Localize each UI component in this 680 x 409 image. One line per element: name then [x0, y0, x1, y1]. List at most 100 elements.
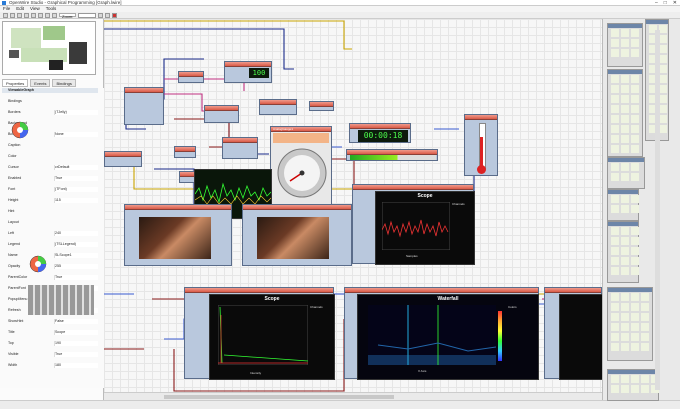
overview-map[interactable] [2, 21, 96, 75]
palette-component-icon[interactable] [659, 55, 667, 63]
video-display-panel[interactable] [242, 204, 352, 266]
palette-component-icon[interactable] [631, 385, 639, 393]
palette-component-icon[interactable] [611, 205, 619, 213]
component-node[interactable] [124, 87, 164, 125]
palette-component-icon[interactable] [659, 25, 667, 33]
pause-icon[interactable] [105, 13, 111, 18]
palette-component-icon[interactable] [621, 257, 629, 265]
palette-component-icon[interactable] [611, 95, 619, 103]
palette-component-icon[interactable] [659, 65, 667, 73]
palette-component-icon[interactable] [631, 343, 639, 351]
palette-component-icon[interactable] [611, 267, 619, 275]
palette-component-icon[interactable] [621, 313, 629, 321]
palette-component-icon[interactable] [611, 343, 619, 351]
thermometer-component[interactable] [464, 114, 498, 176]
palette-component-icon[interactable] [631, 205, 639, 213]
component-node[interactable]: 100 [224, 61, 272, 83]
palette-component-icon[interactable] [631, 267, 639, 275]
palette-component-icon[interactable] [611, 75, 619, 83]
menu-view[interactable]: View [30, 6, 40, 11]
palette-component-icon[interactable] [621, 303, 629, 311]
palette-component-icon[interactable] [621, 39, 629, 47]
menu-file[interactable]: File [3, 6, 11, 11]
palette-component-icon[interactable] [621, 49, 629, 57]
palette-component-icon[interactable] [621, 343, 629, 351]
palette-component-icon[interactable] [631, 125, 639, 133]
scope-plot[interactable]: Scope Channels Samples [375, 191, 475, 265]
palette-component-icon[interactable] [621, 105, 629, 113]
palette-component-icon[interactable] [631, 105, 639, 113]
palette-component-icon[interactable] [631, 323, 639, 331]
component-node[interactable] [222, 137, 258, 159]
property-value[interactable]: Scope [54, 330, 98, 335]
zoom-select[interactable] [78, 13, 97, 18]
palette-component-icon[interactable] [649, 95, 657, 103]
palette-component-icon[interactable] [621, 95, 629, 103]
palette-component-icon[interactable] [641, 375, 649, 383]
property-value[interactable]: None [54, 132, 98, 137]
palette-component-icon[interactable] [631, 313, 639, 321]
palette-component-icon[interactable] [621, 163, 629, 171]
palette-component-icon[interactable] [631, 257, 639, 265]
close-button[interactable]: ✕ [672, 0, 677, 6]
palette-component-icon[interactable] [621, 173, 629, 181]
property-value[interactable]: True [54, 352, 98, 357]
property-value[interactable]: True [54, 275, 98, 280]
palette-component-icon[interactable] [649, 25, 657, 33]
property-value[interactable]: SLScope1 [54, 253, 98, 258]
palette-component-icon[interactable] [621, 125, 629, 133]
palette-component-icon[interactable] [611, 227, 619, 235]
palette-component-icon[interactable] [631, 145, 639, 153]
palette-component-icon[interactable] [631, 163, 639, 171]
palette-component-icon[interactable] [631, 293, 639, 301]
tab-bindings[interactable]: Bindings [52, 79, 76, 87]
palette-component-icon[interactable] [631, 173, 639, 181]
property-row[interactable]: Legend(TSLLegend) [2, 242, 98, 247]
tab-events[interactable]: Events [30, 79, 51, 87]
palette-component-icon[interactable] [659, 125, 667, 133]
palette-component-icon[interactable] [621, 29, 629, 37]
palette-component-icon[interactable] [631, 85, 639, 93]
palette-component-icon[interactable] [621, 205, 629, 213]
palette-component-icon[interactable] [611, 293, 619, 301]
palette-component-icon[interactable] [641, 333, 649, 341]
maximize-button[interactable]: □ [663, 0, 667, 6]
component-node[interactable] [104, 151, 142, 167]
property-row[interactable]: Layout [2, 220, 98, 225]
palette-component-icon[interactable] [621, 293, 629, 301]
palette-component-icon[interactable] [659, 75, 667, 83]
palette-component-icon[interactable] [631, 227, 639, 235]
palette-component-icon[interactable] [611, 375, 619, 383]
palette-component-icon[interactable] [621, 333, 629, 341]
menu-edit[interactable]: Edit [16, 6, 25, 11]
palette-component-icon[interactable] [649, 75, 657, 83]
component-node[interactable] [544, 287, 602, 380]
palette-component-icon[interactable] [649, 115, 657, 123]
palette-component-icon[interactable] [631, 303, 639, 311]
palette-component-icon[interactable] [611, 385, 619, 393]
property-value[interactable]: 255 [54, 264, 98, 269]
palette-component-icon[interactable] [611, 105, 619, 113]
new-icon[interactable] [3, 13, 8, 18]
component-node[interactable] [178, 71, 204, 83]
component-node[interactable] [309, 101, 334, 111]
color-wheel-icon[interactable] [28, 254, 48, 274]
scope-component[interactable]: Scope Channels Intensity [184, 287, 335, 380]
property-value[interactable]: (TJelly) [54, 110, 98, 115]
paste-icon[interactable] [38, 13, 43, 18]
copy-icon[interactable] [31, 13, 36, 18]
palette-component-icon[interactable] [631, 375, 639, 383]
palette-component-icon[interactable] [631, 39, 639, 47]
palette-component-icon[interactable] [611, 247, 619, 255]
property-value[interactable]: False [54, 319, 98, 324]
palette-component-icon[interactable] [659, 95, 667, 103]
palette-component-icon[interactable] [631, 135, 639, 143]
